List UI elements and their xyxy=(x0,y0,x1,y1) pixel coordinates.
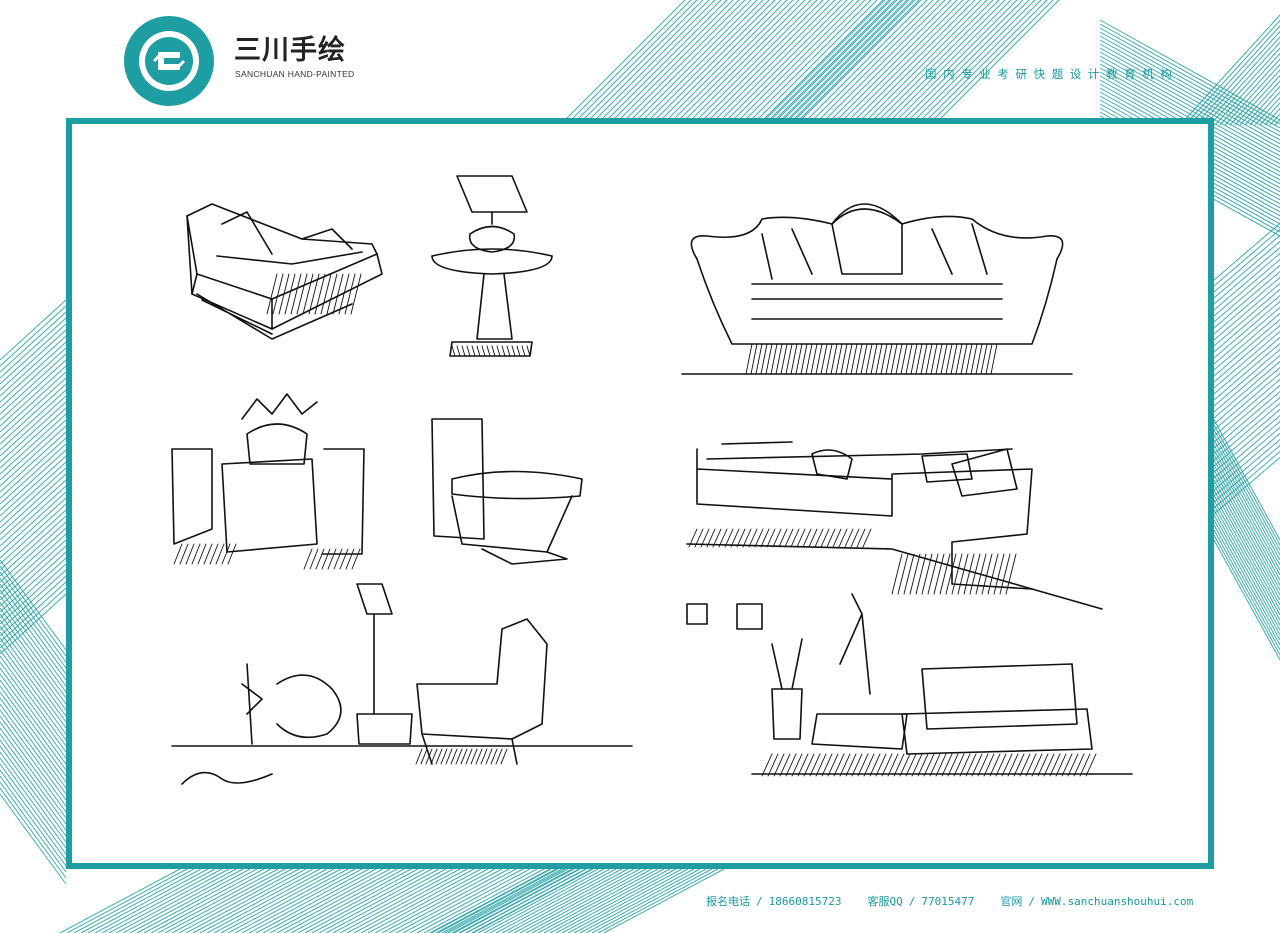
modern-sofa-scene-sketch xyxy=(686,593,1133,777)
sketch-frame xyxy=(66,118,1214,869)
classic-sofa-sketch xyxy=(681,203,1073,375)
qq-number: 77015477 xyxy=(921,895,975,908)
brand-title: 三川手绘 xyxy=(234,35,346,66)
furniture-sketch-image xyxy=(171,175,1133,785)
armchair-sketch xyxy=(186,203,383,340)
dining-table-set-sketch xyxy=(171,393,365,570)
qq-label: 客服QQ xyxy=(867,895,903,908)
toilet-sketch xyxy=(431,418,583,565)
website-label: 官网 xyxy=(1000,895,1023,908)
slogan: 国内专业考研快题设计教育机构 xyxy=(925,67,1179,81)
brand-subtitle: SANCHUAN HAND-PAINTED xyxy=(235,69,355,79)
phone-label: 报名电话 xyxy=(706,895,750,908)
side-table-lamp-sketch xyxy=(431,175,553,357)
logo-badge-icon xyxy=(124,16,214,106)
sectional-sofa-sketch xyxy=(686,441,1103,610)
phone-number: 18660815723 xyxy=(768,895,842,908)
website-link[interactable]: WWW.sanchuanshouhui.com xyxy=(1040,895,1194,908)
lamp-armchair-scene-sketch xyxy=(171,583,633,785)
